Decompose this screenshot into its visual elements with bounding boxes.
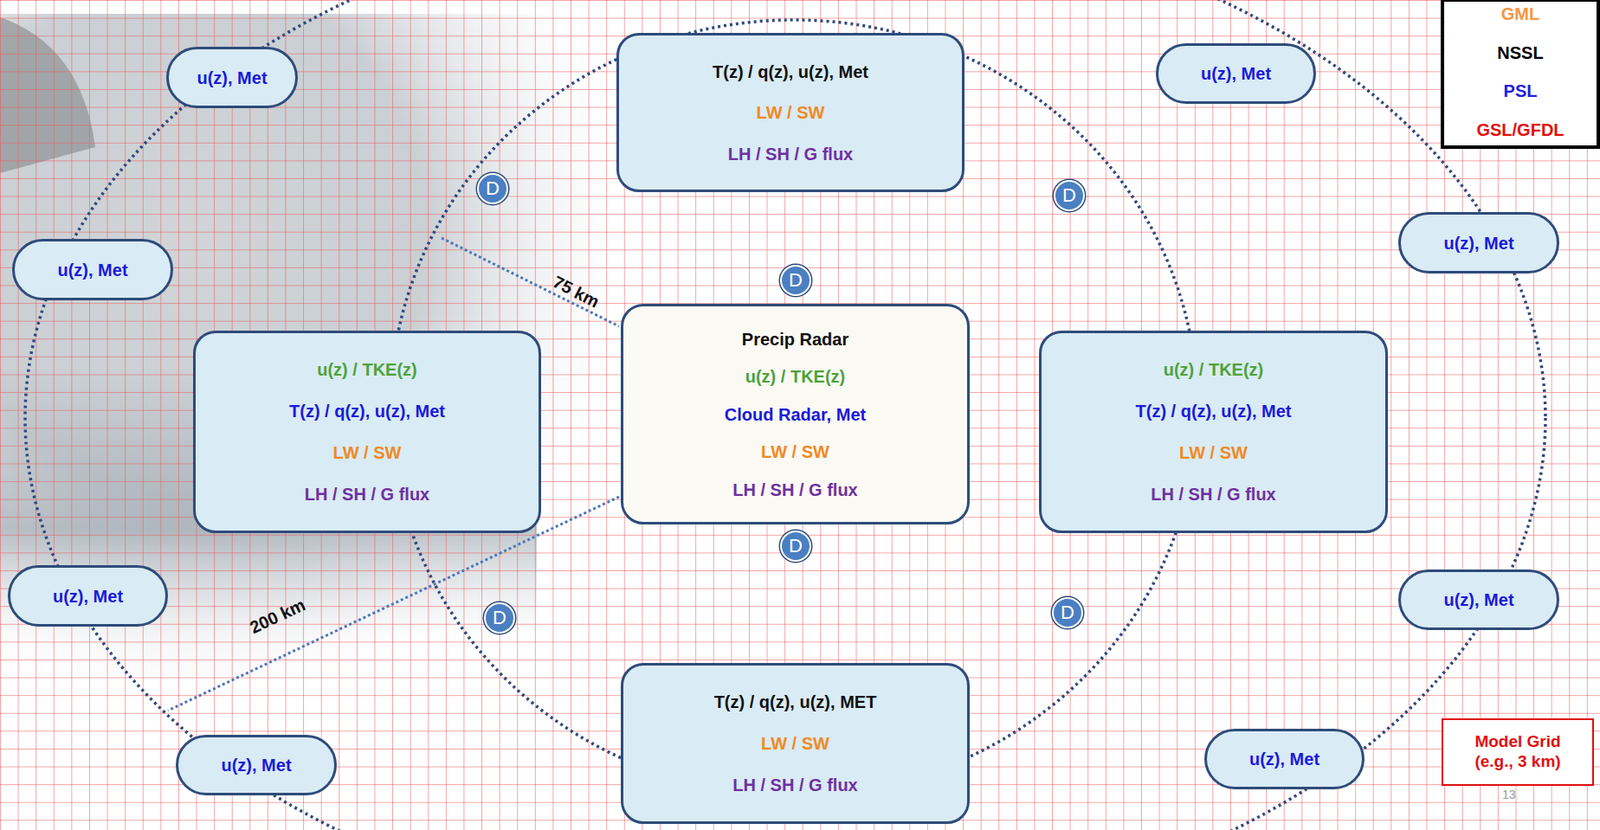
legend-entry: NSSL — [1496, 42, 1543, 64]
measurement-text: u(z), Met — [1200, 63, 1271, 84]
profiler-site-pill: u(z), Met — [166, 46, 298, 109]
measurement-text: LH / SH / G flux — [728, 143, 853, 165]
measurement-text: u(z), Met — [1443, 589, 1514, 611]
measurement-text: LW / SW — [761, 733, 830, 755]
legend-box: GML NSSL PSL GSL/GFDL — [1440, 0, 1600, 149]
d-site-marker: D — [1053, 180, 1085, 212]
profiler-site-pill: u(z), Met — [175, 735, 337, 796]
d-site-marker: D — [780, 530, 812, 562]
measurement-text: Cloud Radar, Met — [724, 404, 866, 426]
profiler-site-pill: u(z), Met — [1398, 212, 1560, 274]
measurement-text: LH / SH / G flux — [304, 483, 430, 505]
site-letter: D — [1060, 601, 1075, 625]
measurement-text: T(z) / q(z), u(z), Met — [712, 61, 869, 83]
measurement-text: LW / SW — [761, 441, 830, 463]
measurement-text: T(z) / q(z), u(z), Met — [289, 400, 446, 422]
legend-entry: GSL/GFDL — [1476, 119, 1564, 141]
central-site-box: Precip Radar u(z) / TKE(z) Cloud Radar, Me… — [620, 303, 970, 525]
measurement-text: u(z), Met — [57, 259, 128, 281]
profiler-site-pill: u(z), Met — [1204, 729, 1365, 790]
d-site-marker: D — [780, 264, 812, 297]
slide-number: 13 — [1502, 787, 1517, 802]
measurement-text: u(z) / TKE(z) — [1163, 359, 1265, 381]
measurement-text: T(z) / q(z), u(z), Met — [1135, 400, 1292, 422]
measurement-text: u(z), Met — [1443, 232, 1514, 254]
d-site-marker: D — [477, 173, 509, 205]
measurement-text: u(z) / TKE(z) — [745, 366, 846, 388]
measurement-text: Model Grid (e.g., 3 km) — [1457, 732, 1579, 773]
measurement-text: u(z) / TKE(z) — [316, 359, 418, 381]
measurement-text: Precip Radar — [741, 329, 849, 350]
measurement-text: LW / SW — [1179, 442, 1248, 464]
site-letter: D — [788, 535, 803, 558]
measurement-text: LH / SH / G flux — [732, 774, 858, 796]
model-grid-note: Model Grid (e.g., 3 km) — [1441, 718, 1594, 787]
measurement-text: T(z) / q(z), u(z), MET — [714, 691, 878, 713]
measurement-text: LW / SW — [333, 442, 402, 464]
legend-entry: PSL — [1503, 80, 1538, 102]
profiler-site-pill: u(z), Met — [12, 238, 174, 301]
site-letter: D — [1062, 184, 1077, 207]
site-letter: D — [788, 269, 803, 292]
measurement-text: u(z), Met — [1249, 748, 1320, 770]
distance-label: 75 km — [549, 271, 603, 312]
instrument-site-box: u(z) / TKE(z) T(z) / q(z), u(z), Met LW / … — [1038, 330, 1388, 534]
measurement-text: u(z), Met — [220, 754, 291, 776]
d-site-marker: D — [483, 602, 516, 634]
instrument-site-box: T(z) / q(z), u(z), MET LW / SW LH / SH / G… — [620, 663, 970, 825]
profiler-site-pill: u(z), Met — [7, 565, 168, 627]
instrument-site-box: T(z) / q(z), u(z), Met LW / SW LH / SH / G… — [616, 32, 965, 193]
profiler-site-pill: u(z), Met — [1398, 569, 1560, 631]
measurement-text: u(z), Met — [196, 67, 267, 89]
measurement-text: LH / SH / G flux — [1150, 483, 1276, 505]
profiler-site-pill: u(z), Met — [1155, 43, 1317, 104]
instrument-site-box: u(z) / TKE(z) T(z) / q(z), u(z), Met LW / … — [193, 330, 542, 534]
distance-label: 200 km — [246, 594, 309, 639]
measurement-text: u(z), Met — [52, 586, 123, 607]
measurement-text: LW / SW — [756, 102, 826, 123]
site-letter: D — [492, 606, 507, 630]
d-site-marker: D — [1051, 597, 1084, 629]
legend-entry: GML — [1501, 3, 1540, 25]
site-letter: D — [485, 177, 500, 200]
measurement-text: LH / SH / G flux — [732, 479, 858, 501]
